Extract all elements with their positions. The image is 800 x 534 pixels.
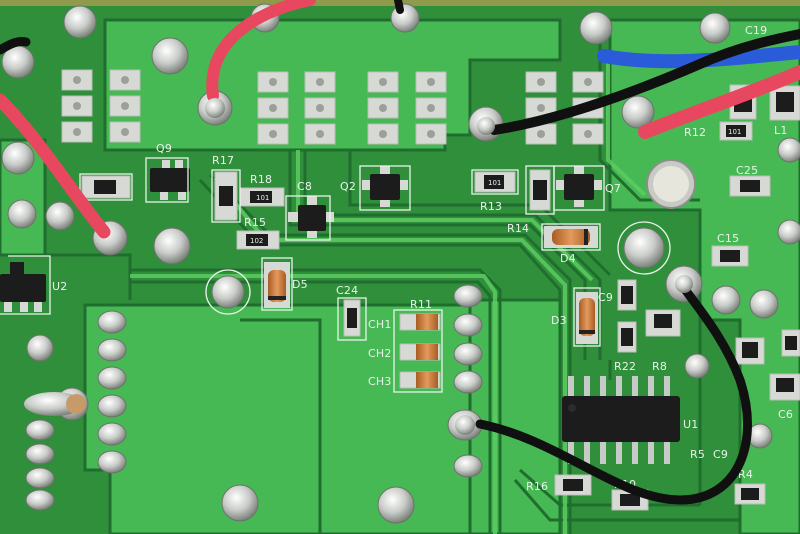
red-wire-left — [0, 93, 111, 239]
cap-blob — [24, 392, 86, 416]
label-ch1: CH1 — [368, 318, 392, 331]
label-r4: R4 — [738, 468, 753, 481]
label-c24: C24 — [336, 284, 358, 297]
label-c9b: C9 — [713, 448, 728, 461]
mounting-hole — [646, 159, 696, 209]
label-r22: R22 — [614, 360, 636, 373]
smd-transistors — [0, 160, 602, 312]
svg-text:101: 101 — [256, 194, 269, 202]
resistor-codes: 101 102 101 101 — [250, 128, 741, 245]
label-r14: R14 — [507, 222, 529, 235]
black-wire-top — [489, 29, 800, 135]
smd-passives: 101 102 101 101 — [81, 84, 800, 511]
black-wire-top2 — [394, 0, 404, 14]
label-c8: C8 — [297, 180, 312, 193]
label-r12: R12 — [684, 126, 706, 139]
label-c15: C15 — [717, 232, 739, 245]
label-d3: D3 — [551, 314, 567, 327]
pin-header-left — [25, 310, 127, 511]
label-q7: Q7 — [605, 182, 621, 195]
label-r8: R8 — [652, 360, 667, 373]
label-r5: R5 — [690, 448, 705, 461]
black-wire-left — [0, 37, 31, 55]
trace-lines — [45, 40, 740, 534]
label-r18: R18 — [250, 173, 272, 186]
ic-u1 — [562, 376, 680, 464]
label-r16: R16 — [526, 480, 548, 493]
label-d4: D4 — [560, 252, 576, 265]
label-c19: C19 — [745, 24, 767, 37]
label-u2: U2 — [52, 280, 67, 293]
wires — [0, 0, 800, 505]
label-r17: R17 — [212, 154, 234, 167]
label-r11: R11 — [410, 298, 432, 311]
label-c25: C25 — [736, 164, 758, 177]
red-wire-right — [638, 65, 800, 139]
red-wire-top — [206, 0, 316, 102]
svg-text:101: 101 — [488, 179, 501, 187]
pin-header-center — [447, 284, 483, 478]
black-wire-loop — [475, 283, 752, 505]
label-ch3: CH3 — [368, 375, 392, 388]
label-l1: L1 — [774, 124, 788, 137]
silk-outlines — [0, 157, 671, 393]
svg-text:102: 102 — [250, 237, 263, 245]
label-ch2: CH2 — [368, 347, 392, 360]
smd-pad-grid — [61, 69, 604, 145]
wire-joints — [205, 98, 693, 435]
label-r15: R15 — [244, 216, 266, 229]
label-d5: D5 — [292, 278, 308, 291]
svg-text:101: 101 — [728, 128, 741, 136]
label-q9: Q9 — [156, 142, 172, 155]
label-c6: C6 — [778, 408, 793, 421]
label-u1: U1 — [683, 418, 698, 431]
label-r13: R13 — [480, 200, 502, 213]
blue-wire — [597, 45, 800, 69]
label-c9: C9 — [598, 291, 613, 304]
diodes — [264, 226, 598, 344]
label-q2: Q2 — [340, 180, 356, 193]
